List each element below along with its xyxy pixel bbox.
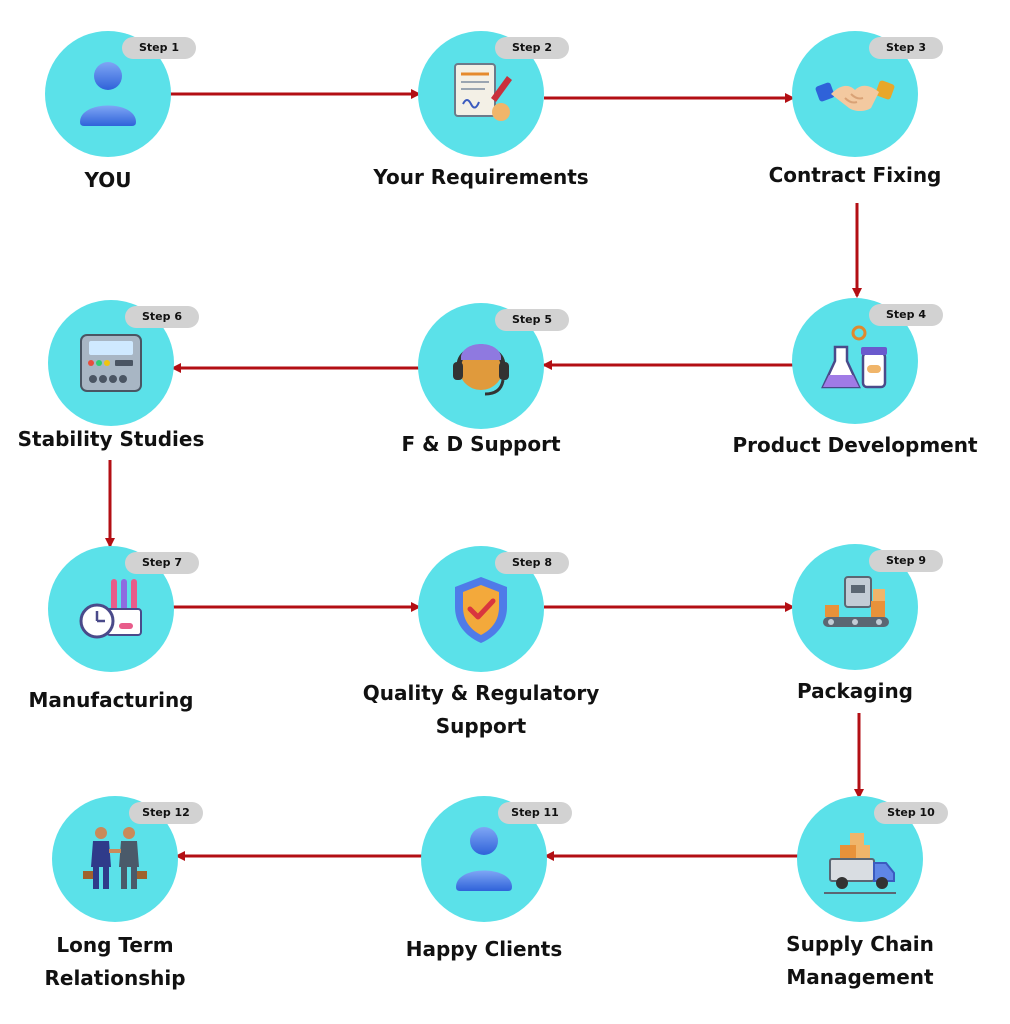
- headset-icon: [453, 344, 509, 396]
- step-9-badge: Step 9: [869, 550, 943, 572]
- step-2-badge: Step 2: [495, 37, 569, 59]
- lab-timer-icon: [79, 579, 142, 639]
- step-10-title: Supply Chain Management: [786, 932, 934, 989]
- delivery-truck-icon: [824, 833, 896, 894]
- step-3-badge: Step 3: [869, 37, 943, 59]
- handshake-icon: [815, 80, 895, 111]
- step-9-title: Packaging: [797, 679, 913, 703]
- user-icon: [80, 62, 136, 126]
- step-11-title: Happy Clients: [405, 937, 563, 961]
- step-3-title: Contract Fixing: [768, 163, 942, 187]
- step-12-title: Long Term Relationship: [44, 933, 186, 990]
- step-11-badge: Step 11: [498, 802, 572, 824]
- step-2-title: Your Requirements: [373, 165, 589, 189]
- step-8-title: Quality & Regulatory Support: [362, 681, 600, 738]
- step-6-badge: Step 6: [125, 306, 199, 328]
- user-icon: [456, 827, 512, 891]
- step-5-badge: Step 5: [495, 309, 569, 331]
- step-5-title: F & D Support: [401, 432, 561, 456]
- step-10-badge: Step 10: [874, 802, 948, 824]
- step-12-badge: Step 12: [129, 802, 203, 824]
- lab-flask-icon: [821, 325, 887, 389]
- step-6-title: Stability Studies: [17, 427, 205, 451]
- business-handshake-icon: [83, 827, 147, 889]
- step-4-badge: Step 4: [869, 304, 943, 326]
- document-sign-icon: [454, 63, 512, 121]
- shield-check-icon: [455, 577, 507, 643]
- step-8-badge: Step 8: [495, 552, 569, 574]
- conveyor-icon: [823, 576, 889, 627]
- machine-icon: [80, 334, 142, 392]
- step-7-badge: Step 7: [125, 552, 199, 574]
- step-1-title: YOU: [84, 168, 132, 192]
- step-7-title: Manufacturing: [28, 688, 194, 712]
- step-1-badge: Step 1: [122, 37, 196, 59]
- step-4-title: Product Development: [732, 433, 978, 457]
